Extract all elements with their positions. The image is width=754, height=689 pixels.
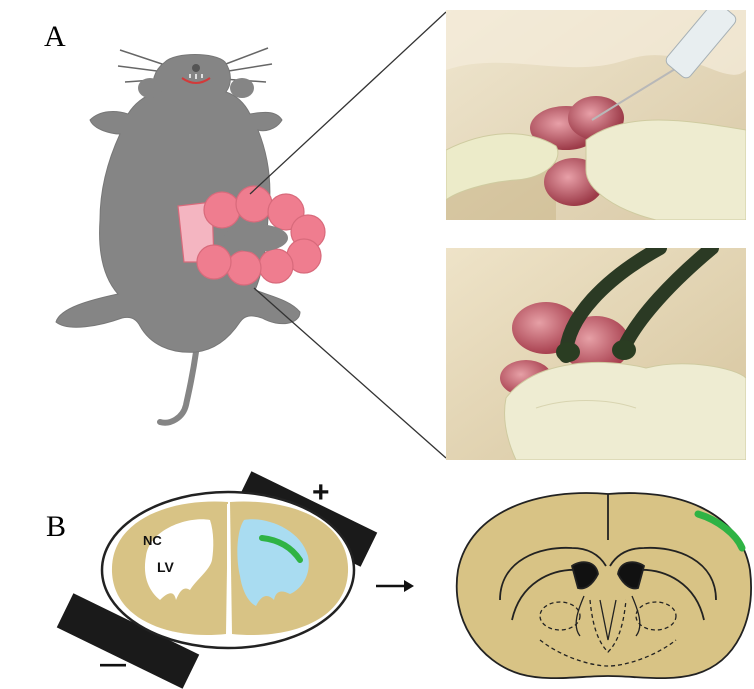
- mouse-ear-left: [138, 78, 162, 98]
- nc-label: NC: [143, 533, 162, 548]
- photo-injection: [446, 10, 746, 220]
- plus-sign: +: [312, 476, 330, 510]
- mouse-nose: [192, 64, 200, 72]
- mouse-ear-right: [230, 78, 254, 98]
- zoom-line-top: [250, 12, 446, 194]
- zoom-line-bottom: [254, 288, 446, 458]
- glove-hand: [504, 362, 746, 460]
- photo-electroporation: [446, 248, 746, 460]
- lv-label: LV: [157, 559, 174, 575]
- mouse-tail: [160, 352, 196, 423]
- minus-sign: —: [100, 648, 126, 679]
